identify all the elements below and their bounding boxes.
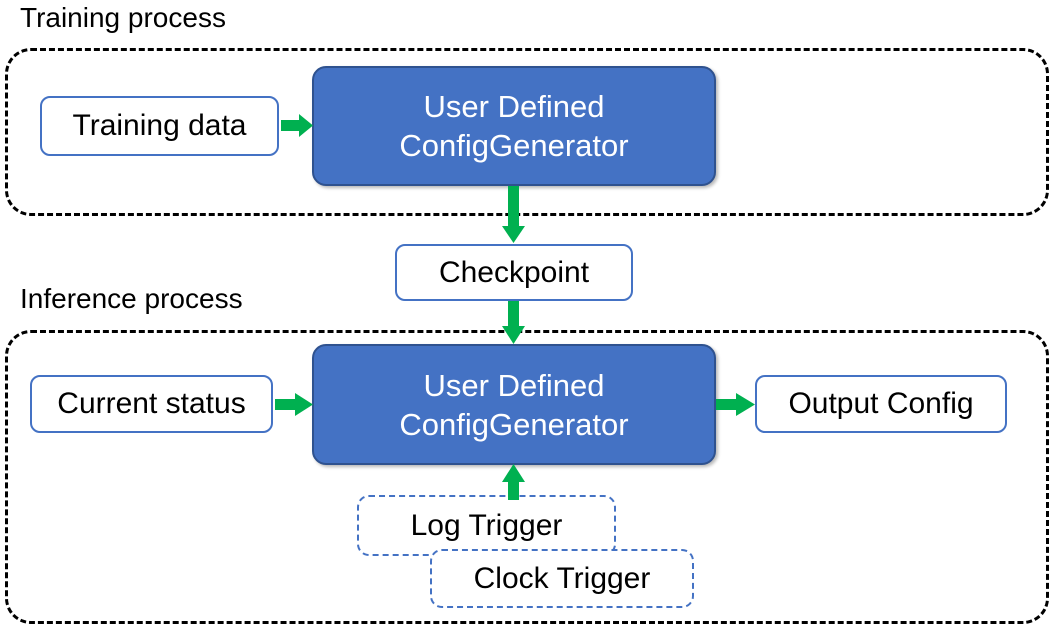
training-process-container [5, 48, 1049, 216]
node-checkpoint-label: Checkpoint [438, 255, 590, 289]
node-clock-trigger[interactable]: Clock Trigger [430, 549, 694, 608]
node-udcg-inference-line2: ConfigGenerator [399, 406, 629, 442]
node-training-data-label: Training data [72, 109, 247, 142]
node-output-config-label: Output Config [788, 387, 974, 420]
node-current-status[interactable]: Current status [30, 375, 273, 433]
node-udcg-training-label: User Defined ConfigGenerator [399, 87, 628, 165]
node-log-trigger[interactable]: Log Trigger [357, 495, 616, 556]
node-output-config[interactable]: Output Config [755, 375, 1007, 433]
node-current-status-label: Current status [57, 387, 246, 420]
section-caption-inference: Inference process [20, 283, 243, 314]
node-user-defined-config-generator-training[interactable]: User Defined ConfigGenerator [312, 66, 716, 186]
node-training-data[interactable]: Training data [40, 96, 279, 156]
inference-process-container [5, 330, 1049, 624]
node-udcg-inference-line1: User Defined [423, 367, 605, 403]
node-log-trigger-label: Log Trigger [410, 508, 563, 542]
node-checkpoint[interactable]: Checkpoint [395, 244, 633, 301]
node-clock-trigger-label: Clock Trigger [473, 561, 651, 595]
section-caption-training: Training process [20, 2, 226, 33]
node-user-defined-config-generator-inference[interactable]: User Defined ConfigGenerator [312, 344, 716, 465]
node-udcg-inference-label: User Defined ConfigGenerator [399, 366, 628, 444]
node-udcg-training-line2: ConfigGenerator [399, 128, 629, 163]
node-udcg-training-line1: User Defined [423, 89, 605, 124]
